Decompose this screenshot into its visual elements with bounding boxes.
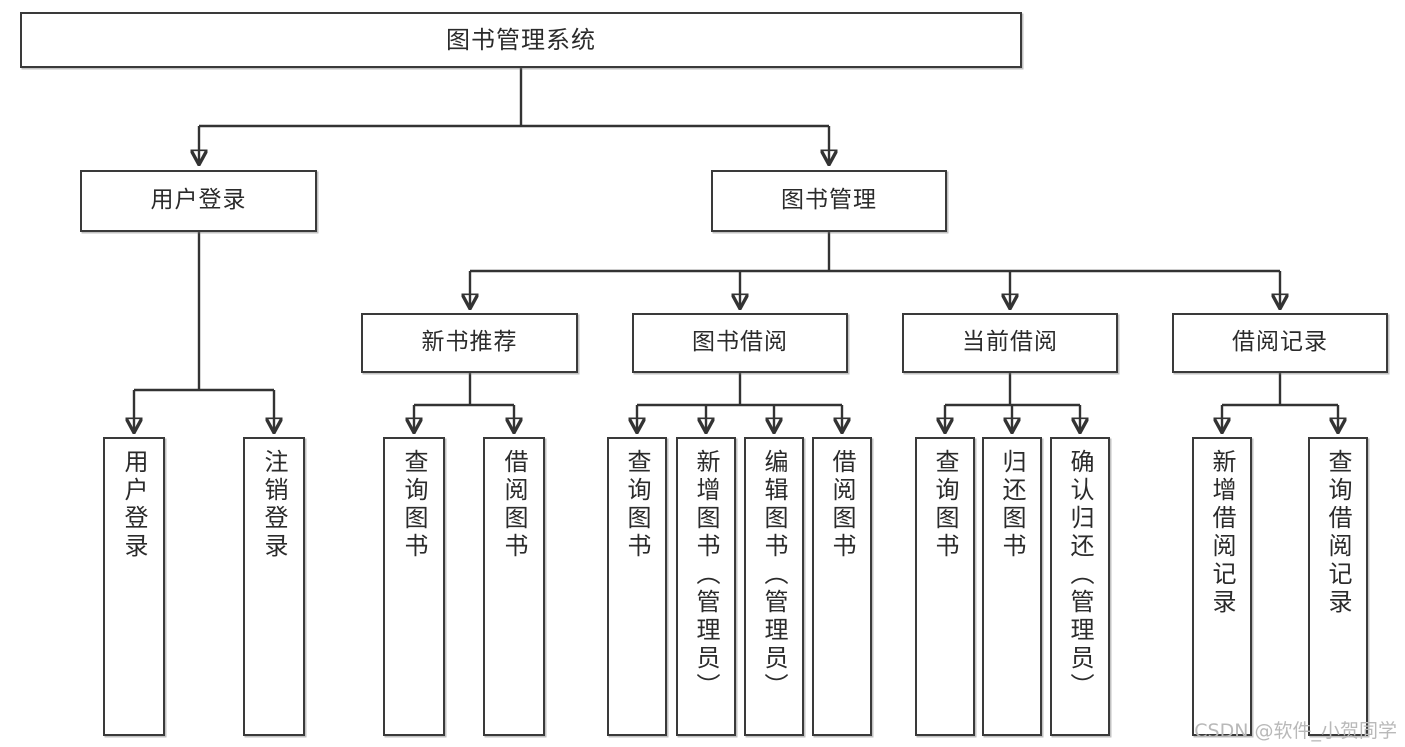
node-root-system[interactable]: 图书管理系统: [20, 12, 1022, 68]
node-label: 借阅记录: [1232, 329, 1328, 356]
node-label: 编辑图书（管理员）: [760, 449, 788, 701]
node-label: 确认归还（管理员）: [1066, 449, 1094, 701]
node-user-login[interactable]: 用户登录: [80, 170, 317, 232]
node-label: 新增借阅记录: [1208, 449, 1236, 617]
leaf-user-login[interactable]: 用户登录: [103, 437, 165, 736]
node-new-book-recommend[interactable]: 新书推荐: [361, 313, 578, 373]
node-book-management[interactable]: 图书管理: [711, 170, 947, 232]
node-label: 归还图书: [998, 449, 1026, 561]
node-book-borrow[interactable]: 图书借阅: [632, 313, 848, 373]
leaf-borrow-add-book-admin[interactable]: 新增图书（管理员）: [676, 437, 736, 736]
leaf-borrow-edit-book-admin[interactable]: 编辑图书（管理员）: [744, 437, 804, 736]
node-label: 图书管理: [781, 187, 877, 214]
node-label: 用户登录: [120, 449, 148, 561]
leaf-borrow-borrow-book[interactable]: 借阅图书: [812, 437, 872, 736]
node-label: 查询图书: [931, 449, 959, 561]
leaf-record-query-record[interactable]: 查询借阅记录: [1308, 437, 1368, 736]
node-label: 当前借阅: [962, 329, 1058, 356]
node-label: 新书推荐: [421, 329, 518, 356]
node-label: 借阅图书: [828, 449, 856, 561]
leaf-current-query-book[interactable]: 查询图书: [915, 437, 975, 736]
node-label: 新增图书（管理员）: [692, 449, 720, 701]
leaf-current-confirm-return-admin[interactable]: 确认归还（管理员）: [1050, 437, 1110, 736]
leaf-borrow-query-book[interactable]: 查询图书: [607, 437, 667, 736]
leaf-current-return-book[interactable]: 归还图书: [982, 437, 1042, 736]
node-label: 注销登录: [260, 449, 288, 561]
node-borrow-record[interactable]: 借阅记录: [1172, 313, 1388, 373]
leaf-recommend-query-book[interactable]: 查询图书: [383, 437, 445, 736]
node-label: 图书借阅: [692, 329, 788, 356]
leaf-recommend-borrow-book[interactable]: 借阅图书: [483, 437, 545, 736]
node-label: 借阅图书: [500, 449, 528, 561]
leaf-record-add-record[interactable]: 新增借阅记录: [1192, 437, 1252, 736]
node-label: 用户登录: [150, 187, 247, 214]
node-label: 图书管理系统: [446, 25, 596, 54]
node-label: 查询图书: [623, 449, 651, 561]
node-label: 查询图书: [400, 449, 428, 561]
node-current-borrow[interactable]: 当前借阅: [902, 313, 1118, 373]
leaf-user-logout[interactable]: 注销登录: [243, 437, 305, 736]
node-label: 查询借阅记录: [1324, 449, 1352, 617]
